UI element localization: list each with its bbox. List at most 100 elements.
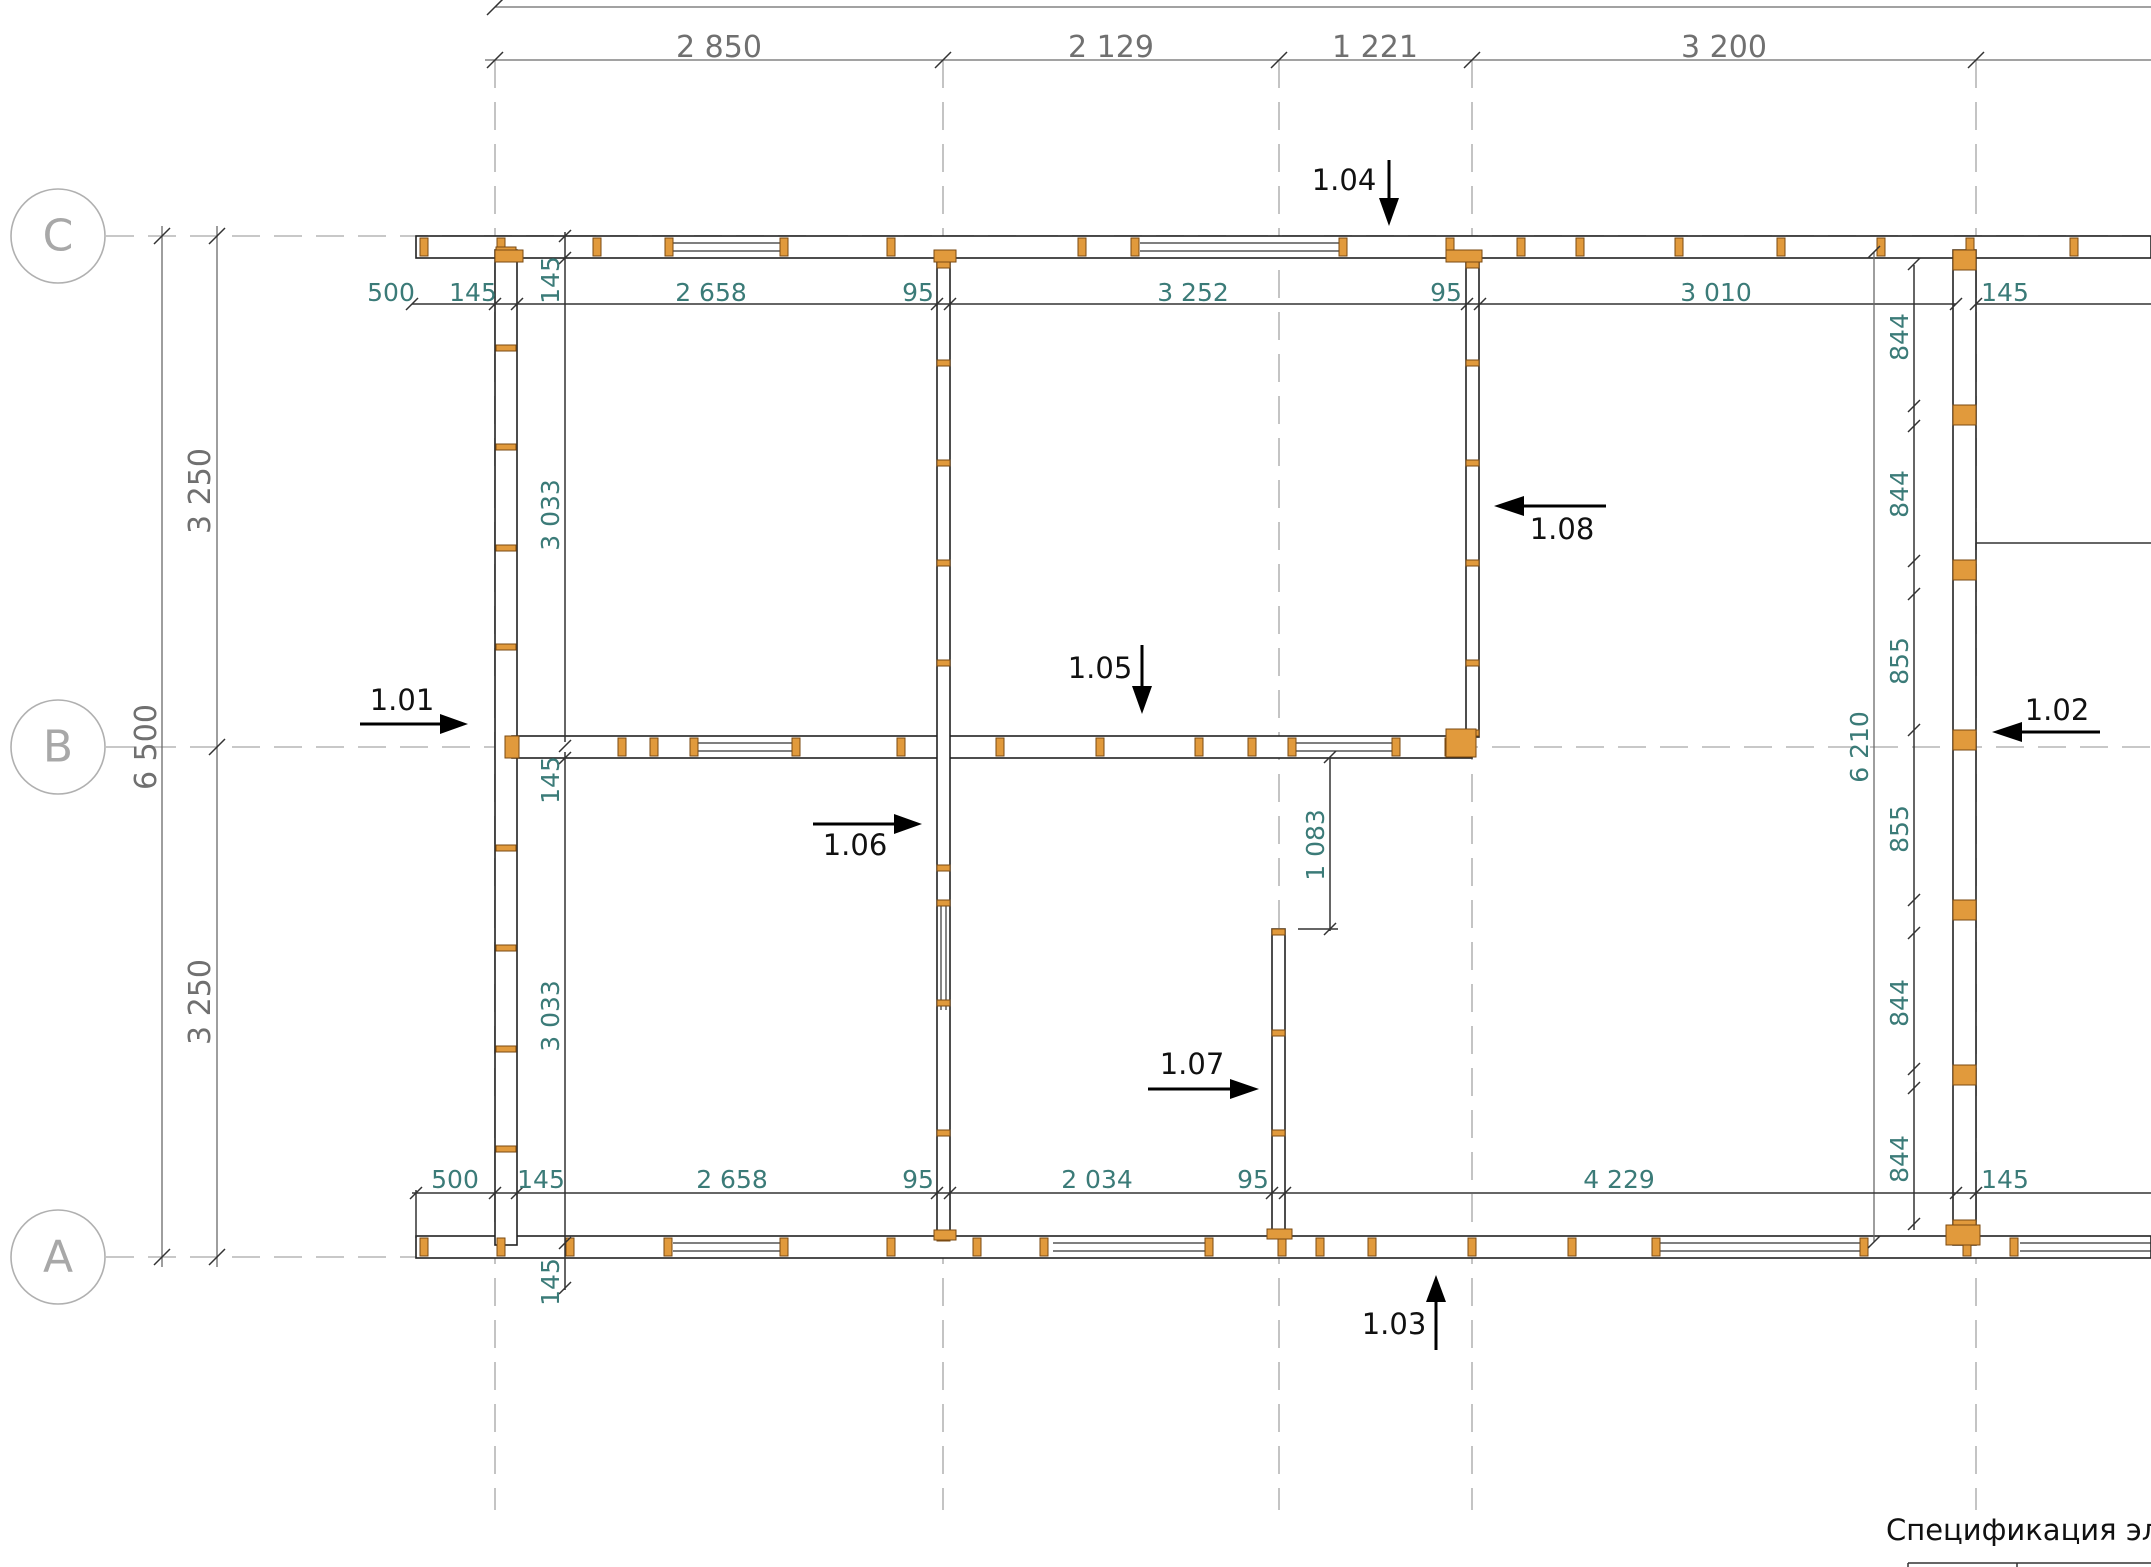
window-bottom-2 bbox=[1053, 1242, 1208, 1252]
tick bbox=[1907, 723, 1921, 737]
wall-exterior-top bbox=[415, 235, 2151, 259]
right-seg-dim-3: 855 bbox=[1885, 637, 1914, 685]
tick bbox=[1907, 1062, 1921, 1076]
window-bottom-4 bbox=[2020, 1242, 2151, 1252]
studs bbox=[419, 237, 2079, 1257]
timber-stud bbox=[663, 1237, 673, 1257]
timber-stud bbox=[496, 1237, 506, 1257]
view-marker-1-01: 1.01 bbox=[360, 683, 468, 734]
timber-stud bbox=[592, 237, 602, 257]
timber-stud bbox=[1859, 1237, 1869, 1257]
timber-stud bbox=[972, 1237, 982, 1257]
timber-stud bbox=[779, 237, 789, 257]
timber-stud bbox=[495, 643, 517, 651]
timber-stud bbox=[936, 459, 951, 467]
tick bbox=[1907, 893, 1921, 907]
wall-partition-short bbox=[1271, 928, 1286, 1237]
upper-dim-3010: 3 010 bbox=[1680, 278, 1752, 307]
tick bbox=[1270, 51, 1288, 69]
timber-stud bbox=[1952, 1064, 1977, 1086]
view-label-1-02: 1.02 bbox=[2025, 693, 2090, 727]
top-dim-2: 2 129 bbox=[1068, 30, 1154, 65]
upper-dim-3252: 3 252 bbox=[1157, 278, 1229, 307]
timber-stud bbox=[495, 944, 517, 952]
timber-stud bbox=[494, 249, 524, 263]
axis-label-c: C bbox=[43, 211, 74, 262]
lower-dim-4229: 4 229 bbox=[1583, 1165, 1655, 1194]
axis-label-a: A bbox=[43, 1232, 73, 1283]
timber-stud bbox=[1204, 1237, 1214, 1257]
left-overall-dim: 6 500 bbox=[129, 704, 164, 790]
tick bbox=[153, 1248, 171, 1266]
window-middle-1 bbox=[693, 742, 797, 752]
view-marker-1-04: 1.04 bbox=[1312, 160, 1399, 226]
timber-stud bbox=[1247, 737, 1257, 757]
lower-vertical-dim-145: 145 bbox=[536, 756, 565, 804]
top-dim-4: 3 200 bbox=[1681, 30, 1767, 65]
view-label-1-04: 1.04 bbox=[1312, 163, 1377, 197]
tick bbox=[1907, 1081, 1921, 1095]
timber-stud bbox=[1465, 459, 1480, 467]
view-marker-1-07: 1.07 bbox=[1148, 1047, 1259, 1099]
timber-stud bbox=[936, 864, 951, 872]
axis-label-b: B bbox=[43, 722, 73, 773]
right-seg-dim-1: 844 bbox=[1885, 313, 1914, 361]
timber-stud bbox=[1445, 728, 1477, 758]
timber-stud bbox=[1391, 737, 1401, 757]
timber-stud bbox=[1367, 1237, 1377, 1257]
partition-dimension: 1 083 bbox=[1298, 750, 1338, 936]
timber-stud bbox=[649, 737, 659, 757]
timber-stud bbox=[1445, 249, 1483, 263]
tick bbox=[1907, 419, 1921, 433]
partition-dim-1083: 1 083 bbox=[1301, 809, 1330, 881]
timber-stud bbox=[1095, 737, 1105, 757]
timber-stud bbox=[2009, 1237, 2019, 1257]
timber-stud bbox=[1952, 899, 1977, 921]
view-marker-1-06: 1.06 bbox=[813, 814, 922, 862]
right-seg-dim-4: 855 bbox=[1885, 805, 1914, 853]
upper-dim-500: 500 bbox=[367, 278, 415, 307]
timber-stud bbox=[779, 1237, 789, 1257]
view-marker-1-03: 1.03 bbox=[1362, 1275, 1446, 1350]
timber-stud bbox=[936, 559, 951, 567]
timber-stud bbox=[1338, 237, 1348, 257]
right-inner-line bbox=[1975, 542, 2151, 550]
top-dim-1: 2 850 bbox=[676, 30, 762, 65]
door-partition-lower bbox=[940, 900, 947, 1010]
timber-stud bbox=[1287, 737, 1297, 757]
window-bottom-1 bbox=[673, 1242, 785, 1252]
timber-stud bbox=[1952, 729, 1977, 751]
view-label-1-08: 1.08 bbox=[1530, 512, 1595, 546]
top-dimension-chain: 2 850 2 129 1 221 3 200 bbox=[485, 0, 2151, 69]
timber-stud bbox=[495, 1045, 517, 1053]
view-label-1-01: 1.01 bbox=[370, 683, 435, 717]
axis-bubble-c bbox=[10, 188, 106, 284]
tick bbox=[1907, 587, 1921, 601]
timber-stud bbox=[936, 899, 951, 907]
timber-stud bbox=[1465, 261, 1480, 269]
left-part-dim-1: 3 250 bbox=[183, 448, 218, 534]
bottom-vertical-dim-145: 145 bbox=[536, 1258, 565, 1306]
timber-stud bbox=[1266, 1228, 1293, 1240]
timber-stud bbox=[1130, 237, 1140, 257]
lower-dim-500: 500 bbox=[431, 1165, 479, 1194]
view-marker-1-02: 1.02 bbox=[1992, 693, 2100, 742]
view-label-1-06: 1.06 bbox=[823, 828, 888, 862]
timber-stud bbox=[933, 249, 957, 263]
timber-stud bbox=[1194, 737, 1204, 757]
timber-stud bbox=[495, 344, 517, 352]
timber-stud bbox=[1271, 1129, 1286, 1137]
window-middle-2 bbox=[1293, 742, 1398, 752]
tick bbox=[1463, 51, 1481, 69]
wall-partition-v-943 bbox=[936, 254, 951, 1237]
top-dim-3: 1 221 bbox=[1332, 30, 1418, 65]
lower-dim-95-b: 95 bbox=[1237, 1165, 1269, 1194]
timber-stud bbox=[936, 999, 951, 1007]
timber-stud bbox=[664, 237, 674, 257]
upper-dim-95-b: 95 bbox=[1430, 278, 1462, 307]
tick bbox=[1967, 51, 1985, 69]
timber-stud bbox=[995, 737, 1005, 757]
timber-stud bbox=[1271, 1029, 1286, 1037]
timber-stud bbox=[1271, 928, 1286, 936]
